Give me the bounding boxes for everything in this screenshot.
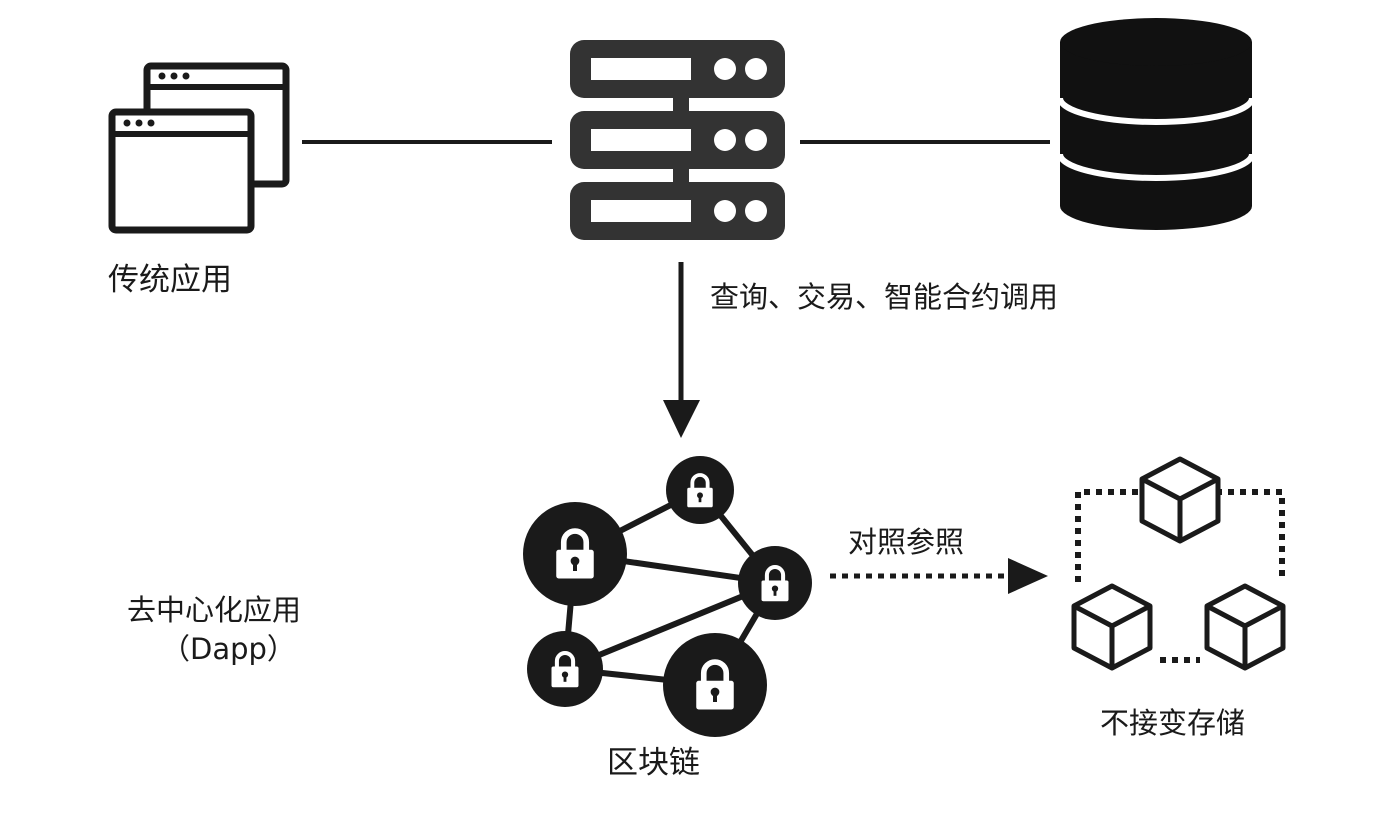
dapp-label: 去中心化应用 — [127, 593, 301, 627]
traditional-app-label: 传统应用 — [108, 262, 232, 298]
blockchain-label: 区块链 — [607, 745, 700, 781]
database-icon — [1057, 18, 1255, 230]
dapp-sublabel: （Dapp） — [161, 632, 296, 666]
locked-network-icon — [523, 456, 812, 737]
server-chain-arrow-head — [663, 400, 700, 438]
call-note-label: 查询、交易、智能合约调用 — [710, 280, 1058, 314]
chain-storage-arrow-head — [1008, 558, 1048, 594]
storage-label: 不接变存储 — [1100, 706, 1245, 740]
browser-windows-icon — [108, 62, 290, 234]
cubes-icon — [1074, 459, 1283, 668]
server-rack-icon — [570, 40, 785, 240]
connectors — [302, 140, 1050, 594]
reference-label: 对照参照 — [848, 525, 964, 559]
